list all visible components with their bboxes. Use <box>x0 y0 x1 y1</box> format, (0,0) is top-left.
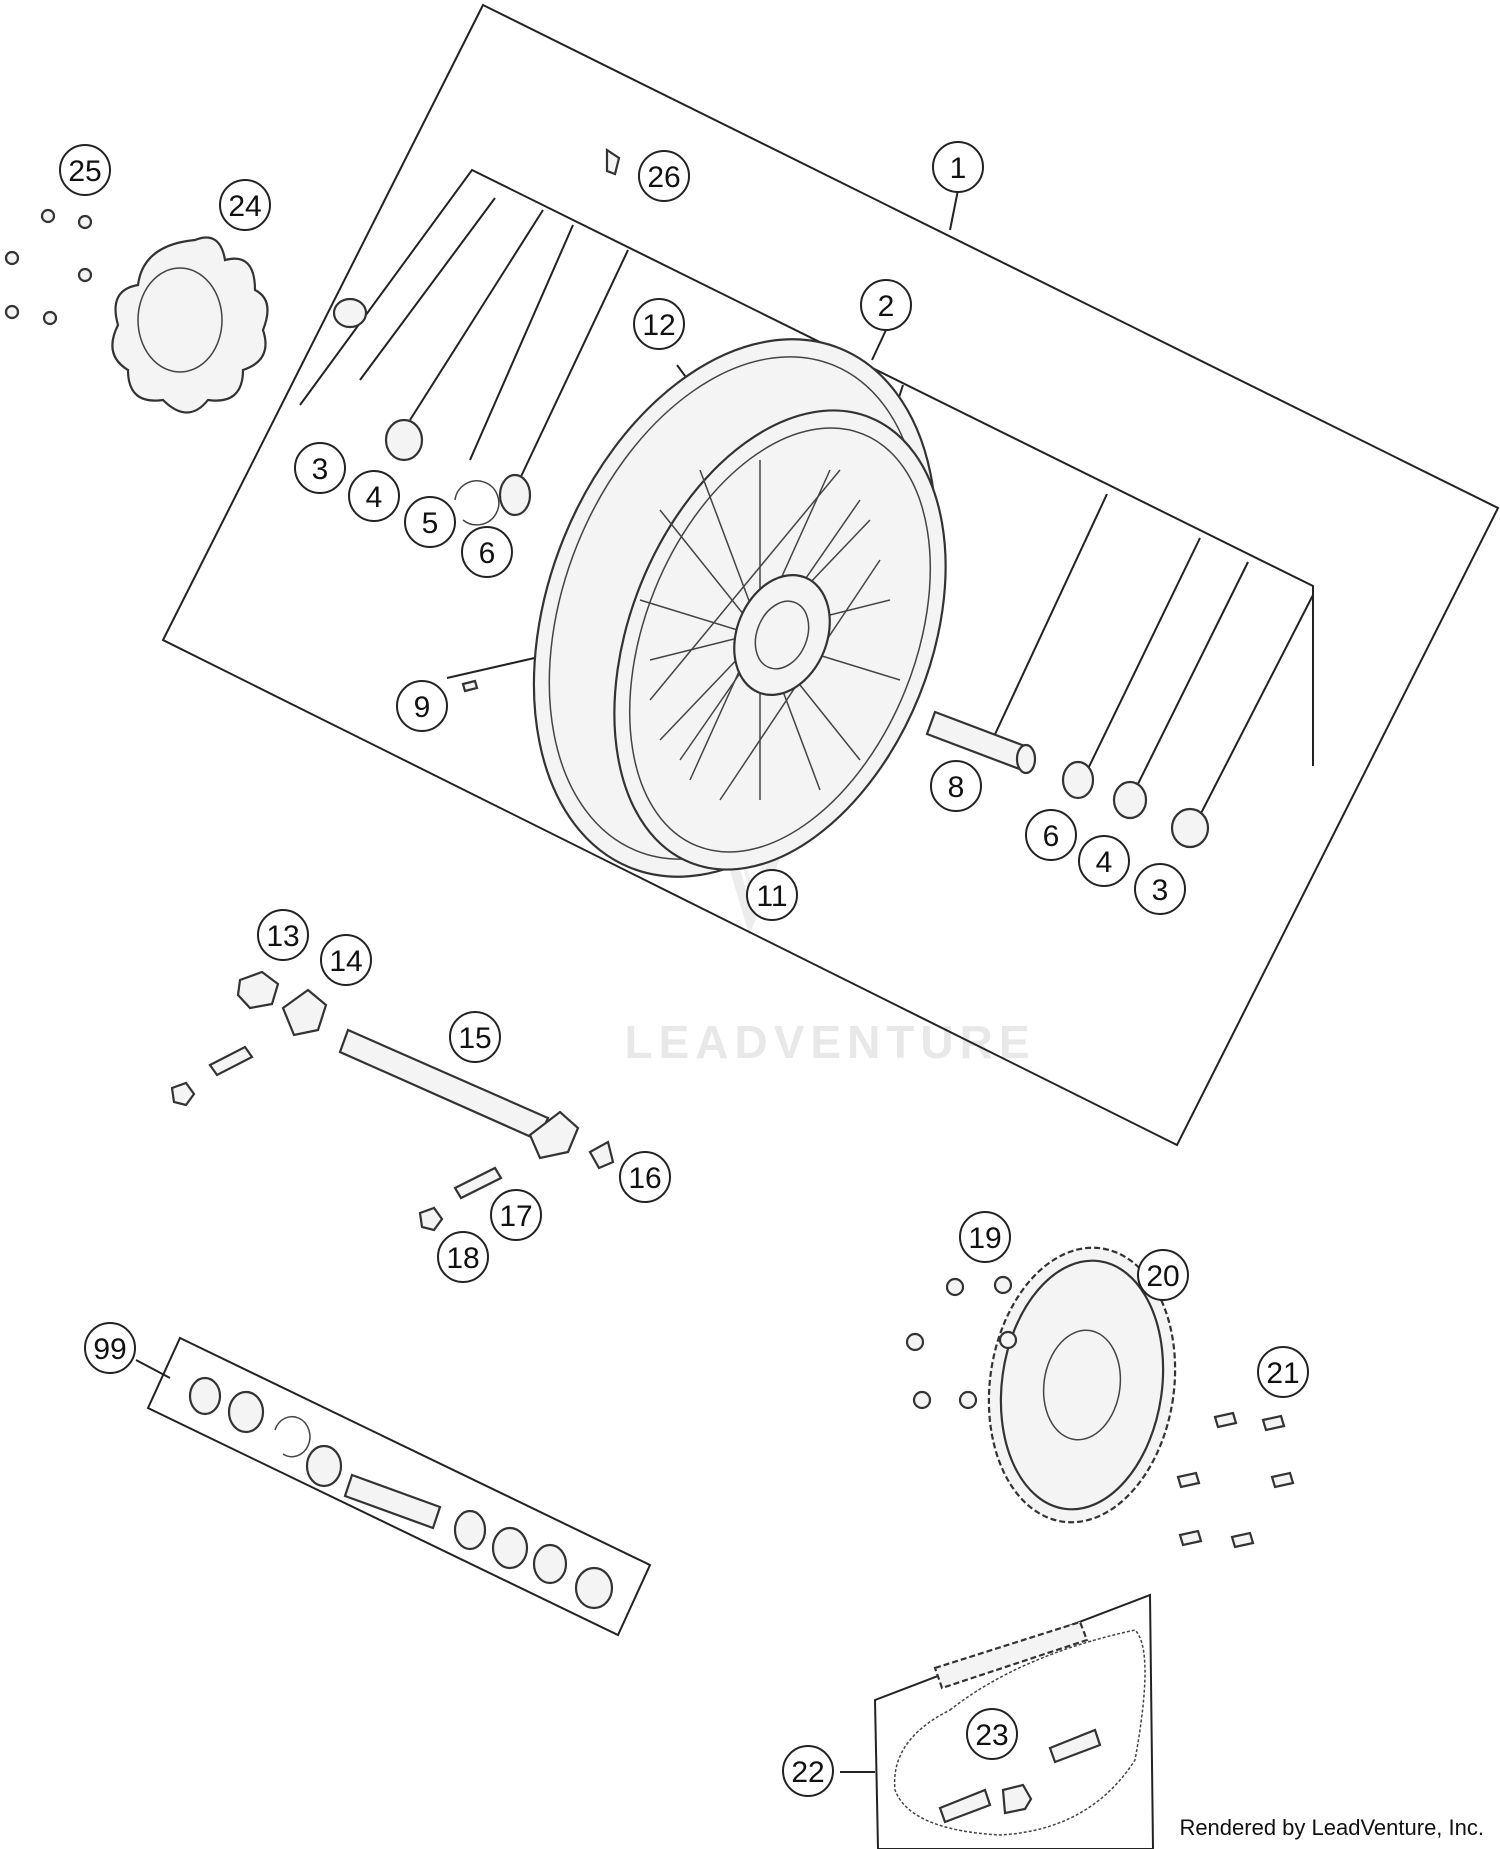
circlip <box>454 480 500 526</box>
svg-text:3: 3 <box>1152 874 1169 907</box>
adjuster-nut-right <box>418 1206 444 1232</box>
svg-text:21: 21 <box>1266 1357 1299 1390</box>
wheel-bracket-frame <box>299 168 1314 766</box>
svg-text:9: 9 <box>414 691 431 724</box>
svg-text:20: 20 <box>1146 1260 1179 1293</box>
svg-text:12: 12 <box>642 309 675 342</box>
callout-25: 25 <box>59 144 111 196</box>
svg-text:26: 26 <box>647 161 680 194</box>
sprocket-nuts <box>905 1275 1018 1410</box>
callout-9: 9 <box>396 680 448 732</box>
callout-4b: 4 <box>1078 835 1130 887</box>
callout-3a: 3 <box>294 442 346 494</box>
axle-nut <box>236 970 280 1010</box>
axle <box>338 1028 580 1160</box>
svg-text:22: 22 <box>791 1756 824 1789</box>
callout-3b: 3 <box>1134 863 1186 915</box>
svg-text:5: 5 <box>422 507 439 540</box>
wheel-rim <box>532 338 947 878</box>
svg-text:16: 16 <box>628 1162 661 1195</box>
svg-text:17: 17 <box>499 1200 532 1233</box>
svg-text:4: 4 <box>1096 846 1113 879</box>
svg-text:18: 18 <box>446 1242 479 1275</box>
chain-adjuster-left <box>281 988 328 1037</box>
wheel-assembly-frame <box>161 3 1500 1147</box>
chain <box>893 1620 1146 1836</box>
callout-14: 14 <box>320 934 372 986</box>
bearing-left <box>384 418 424 462</box>
callout-2: 2 <box>860 279 912 331</box>
callout-20: 20 <box>1137 1249 1189 1301</box>
svg-text:15: 15 <box>458 1022 491 1055</box>
adjuster-nut-left <box>170 1081 196 1107</box>
footer-credit: Rendered by LeadVenture, Inc. <box>1179 1815 1484 1840</box>
callout-13: 13 <box>257 909 309 961</box>
svg-text:11: 11 <box>756 880 787 913</box>
callout-17: 17 <box>490 1189 542 1241</box>
sprocket-bolts <box>1176 1411 1295 1549</box>
callout-22: 22 <box>782 1745 834 1797</box>
brake-disc <box>111 236 269 414</box>
svg-text:3: 3 <box>312 453 329 486</box>
svg-text:2: 2 <box>878 290 895 323</box>
svg-text:23: 23 <box>975 1719 1008 1752</box>
adjuster-screw-left <box>208 1045 254 1077</box>
callout-23: 23 <box>966 1708 1018 1760</box>
shaft-seal-right <box>1061 760 1095 800</box>
watermark-text: LEADVENTURE <box>624 1016 1035 1068</box>
callout-6b: 6 <box>1025 809 1077 861</box>
rear-sprocket <box>987 1246 1177 1524</box>
svg-text:6: 6 <box>1043 820 1060 853</box>
svg-text:4: 4 <box>366 481 383 514</box>
spacer-sleeve <box>925 710 1037 775</box>
dust-seal-right <box>1170 807 1210 849</box>
callout-99: 99 <box>84 1322 136 1374</box>
callout-8: 8 <box>930 760 982 812</box>
bearing-kit-parts <box>188 1376 614 1610</box>
callout-1: 1 <box>932 141 984 193</box>
callout-15: 15 <box>449 1011 501 1063</box>
shaft-seal-left <box>498 473 532 517</box>
valve <box>605 147 621 176</box>
adjuster-screw-right <box>453 1166 503 1200</box>
svg-text:24: 24 <box>228 190 261 223</box>
svg-text:6: 6 <box>479 537 496 570</box>
svg-text:13: 13 <box>266 920 299 953</box>
callout-4a: 4 <box>348 470 400 522</box>
svg-text:99: 99 <box>93 1333 126 1366</box>
bearing-right <box>1112 780 1148 820</box>
svg-text:25: 25 <box>68 155 101 188</box>
callout-19: 19 <box>959 1211 1011 1263</box>
svg-text:14: 14 <box>329 945 362 978</box>
spoke-nipple <box>461 679 479 693</box>
svg-text:1: 1 <box>950 152 967 185</box>
callout-11: 11 <box>746 869 798 921</box>
callout-26: 26 <box>638 150 690 202</box>
svg-text:19: 19 <box>968 1222 1001 1255</box>
bearing-kit-frame <box>146 1336 652 1637</box>
disc-bolts <box>4 208 93 326</box>
callout-24: 24 <box>219 179 271 231</box>
callout-18: 18 <box>437 1231 489 1283</box>
dust-seal-left <box>332 297 368 329</box>
svg-text:8: 8 <box>948 771 965 804</box>
callout-16: 16 <box>619 1151 671 1203</box>
rubber-plug <box>588 1140 615 1170</box>
callout-6a: 6 <box>461 526 513 578</box>
callout-21: 21 <box>1257 1346 1309 1398</box>
callout-12: 12 <box>633 298 685 350</box>
callout-5: 5 <box>404 496 456 548</box>
